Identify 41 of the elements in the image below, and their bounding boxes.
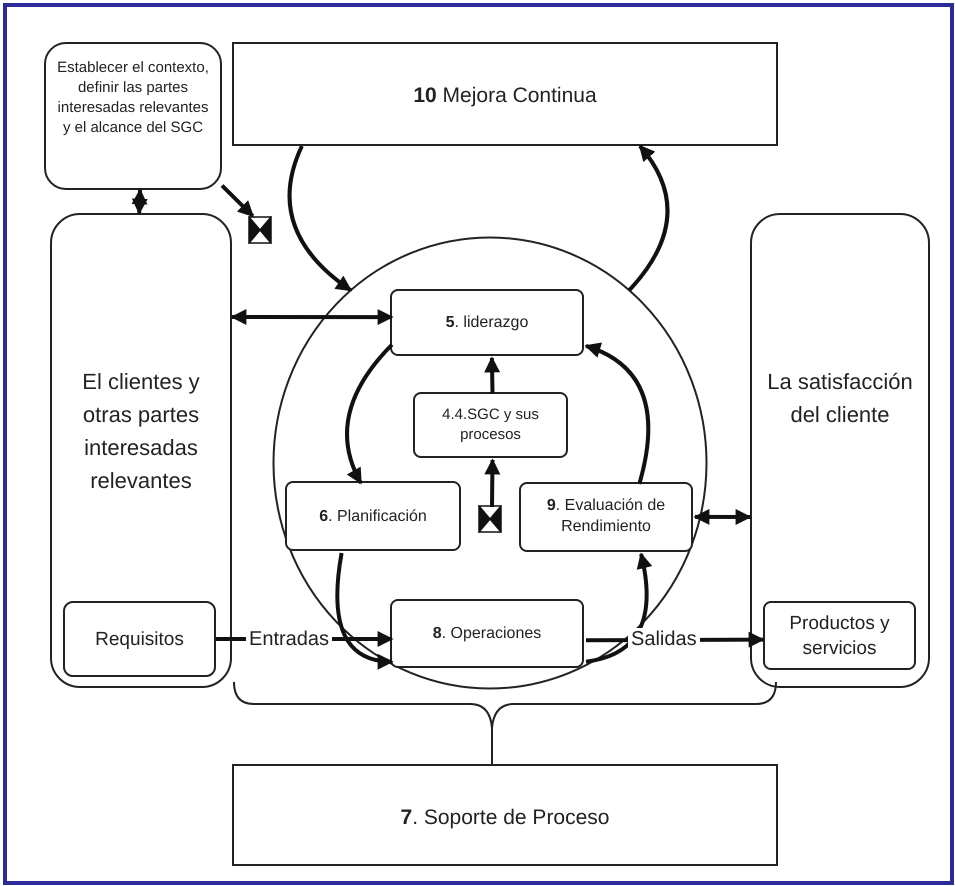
arrow (586, 552, 652, 664)
box-label: 6. Planificación (318, 507, 428, 527)
arrow (345, 343, 394, 484)
arrow (132, 188, 148, 215)
customer-panel (750, 213, 930, 688)
stakeholder-panel (50, 213, 232, 688)
process-box (413, 392, 568, 458)
box-title: 10 Mejora Continua (412, 83, 598, 109)
arrow (220, 184, 254, 218)
process-box (285, 481, 461, 551)
process-box (44, 42, 222, 190)
box-label: 5. liderazgo (444, 313, 530, 333)
box-label: Productos y servicios (788, 612, 891, 661)
process-box (763, 601, 916, 670)
box-title: 7. Soporte de Proceso (400, 805, 610, 831)
arrow (693, 508, 752, 525)
panel-title: La satisfacción del cliente (766, 368, 914, 429)
process-box (390, 599, 584, 668)
arrow (484, 458, 500, 508)
bowtie-icon (248, 216, 272, 244)
edge-label: Salidas (628, 628, 700, 650)
box-text: Establecer el contexto, definir las partes interesadas relevantes y el alcance del SGC (56, 58, 210, 138)
box-label: Requisitos (94, 628, 185, 652)
arrow (230, 309, 394, 326)
arrow (484, 356, 500, 394)
arrow (335, 552, 394, 669)
box-label: 9. Evaluación de Rendimiento (546, 496, 666, 537)
arrow (288, 145, 352, 292)
panel-title: El clientes y otras partes interesadas relevantes (81, 368, 201, 495)
process-box (519, 482, 693, 552)
process-box (390, 289, 584, 356)
process-box (63, 601, 216, 677)
box-label: 4.4.SGC y sus procesos (441, 405, 540, 445)
box-label: 8. Operaciones (432, 624, 542, 644)
arrow (584, 343, 650, 484)
bowtie-icon (478, 505, 502, 533)
process-box (232, 764, 778, 866)
arrow (216, 631, 394, 647)
arrow (586, 632, 765, 648)
process-box (232, 42, 778, 146)
arrow (628, 144, 670, 292)
